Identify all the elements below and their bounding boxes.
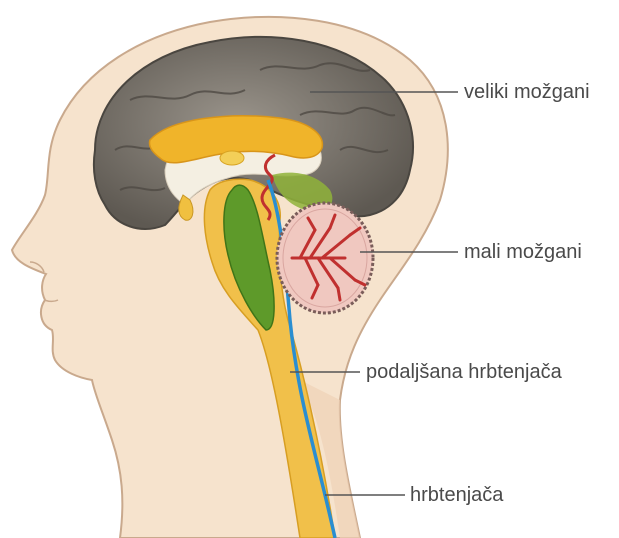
cerebellum [277,203,373,313]
label-spinal-cord: hrbtenjača [410,485,503,505]
thalamus-oval [220,151,244,165]
label-medulla: podaljšana hrbtenjača [366,362,562,382]
label-cerebrum: veliki možgani [464,82,590,102]
label-cerebellum: mali možgani [464,242,582,262]
